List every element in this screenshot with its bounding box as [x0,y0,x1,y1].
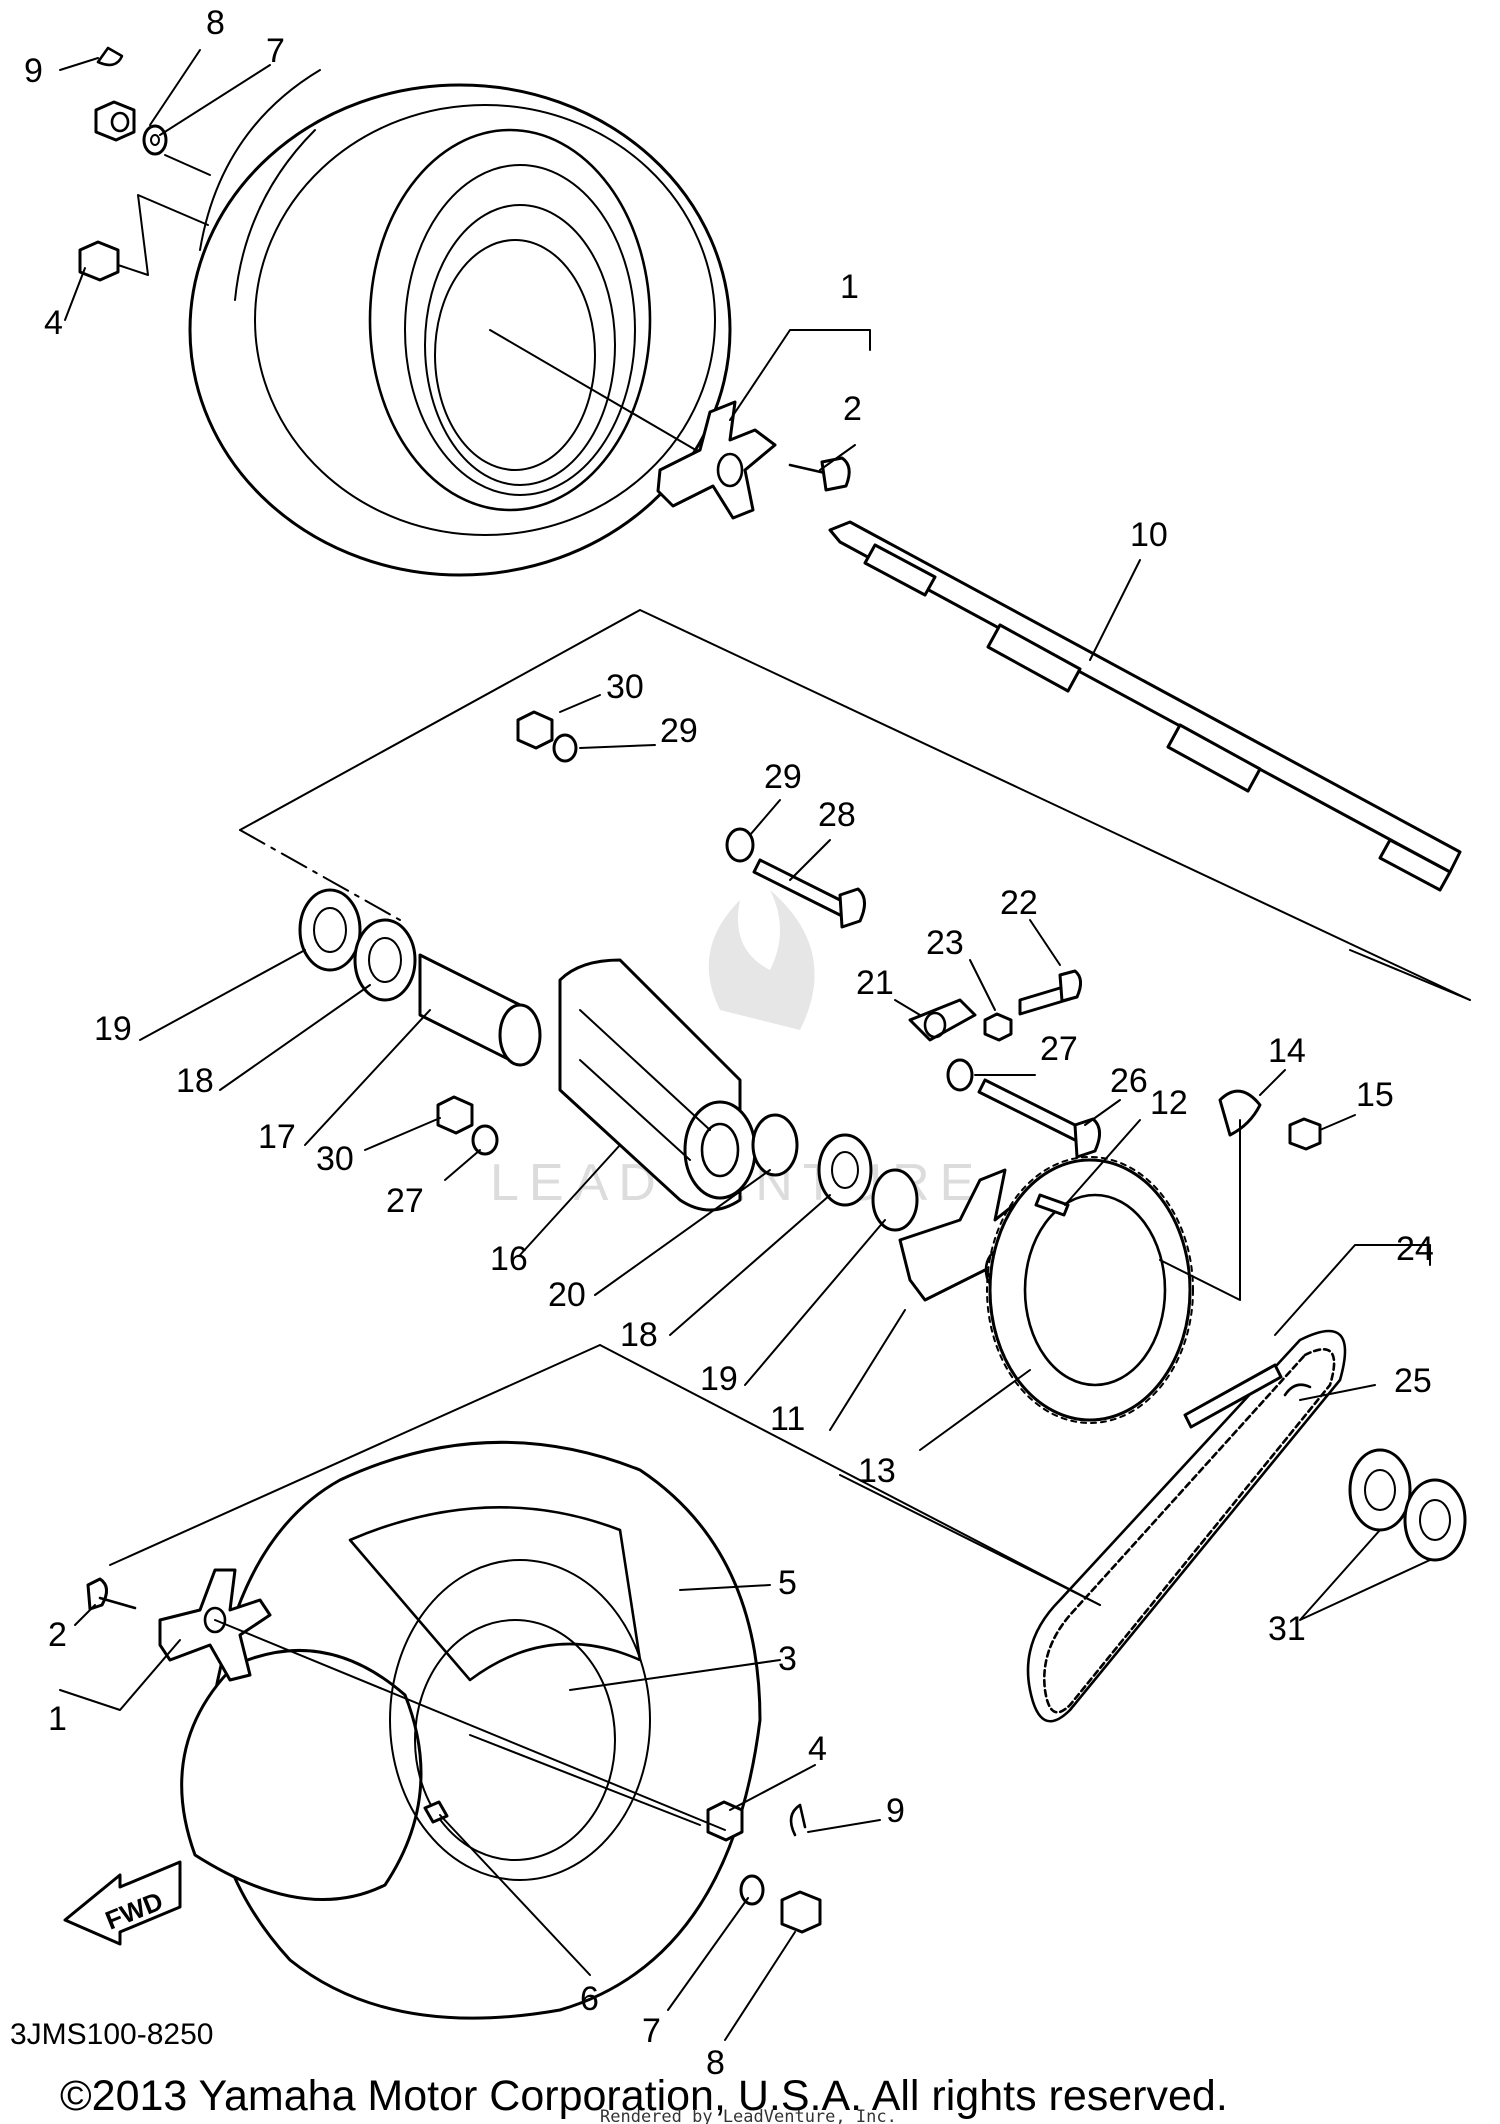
callout-26: 26 [1110,1062,1148,1100]
callout-5: 5 [778,1564,797,1602]
top-lug-nut [78,240,120,282]
nut-15 [1288,1117,1322,1151]
brake-caliper-bracket-21 [908,998,977,1042]
washer-29-right [725,827,755,863]
callout-15: 15 [1356,1076,1394,1114]
chain-guard-clip-14 [1218,1089,1262,1137]
callout-11: 11 [770,1400,805,1438]
top-hub-bolt [788,456,851,492]
callout-29-top: 29 [660,712,698,750]
bottom-washer [739,1874,765,1906]
washer-27-right [946,1058,974,1092]
bottom-tire [180,1440,762,2020]
rendered-by-text: Rendered by LeadVenture, Inc. [600,2107,897,2124]
left-bearing-19 [298,888,362,972]
copyright-text: ©2013 Yamaha Motor Corporation, U.S.A. A… [60,2072,1228,2120]
callout-19-right: 19 [700,1360,738,1398]
washer-27-left [471,1124,499,1156]
bottom-frame-outline [109,1344,1101,1606]
callout-8-bottom: 8 [706,2044,725,2082]
chain-clip-25 [1283,1383,1312,1397]
left-bearing-18 [353,918,417,1002]
callout-6: 6 [580,1980,599,2018]
top-wheel-hub [656,400,777,520]
hub-nut-30-top [516,710,554,750]
drive-chain [1026,1329,1347,1723]
callout-17: 17 [258,1118,296,1156]
callout-27-right: 27 [1040,1030,1078,1068]
bearing-31-b [1403,1478,1467,1562]
callout-25: 25 [1394,1362,1432,1400]
callout-4-bottom: 4 [808,1730,827,1768]
top-washer [142,124,168,156]
seal-20 [751,1113,799,1177]
bottom-lug-nut [706,1800,744,1842]
callout-18-left: 18 [176,1062,214,1100]
leader-lines [59,49,1431,2041]
washer-23 [983,1012,1013,1042]
callout-20: 20 [548,1276,586,1314]
bearing-18-right [817,1133,873,1207]
top-tire [188,69,732,577]
axle-hub-housing [558,958,757,1212]
callout-27-left: 27 [386,1182,424,1220]
bottom-wheel-hub [158,1568,272,1682]
bolt-26 [977,1078,1101,1159]
callout-14: 14 [1268,1032,1306,1070]
middle-frame-outline [239,609,1471,1001]
fwd-arrow-icon: FWD [63,1860,182,1946]
top-castle-nut [94,100,136,142]
bolt-28 [752,858,866,929]
callout-10: 10 [1130,516,1168,554]
rear-axle [828,520,1462,892]
callout-2-top: 2 [843,390,862,428]
callout-16: 16 [490,1240,528,1278]
callout-8-top: 8 [206,4,225,42]
callout-30-top: 30 [606,668,644,706]
rear-sprocket [986,1156,1194,1424]
bearing-31-a [1348,1448,1412,1532]
bottom-castle-nut [780,1890,822,1934]
callout-1-top: 1 [840,268,859,306]
callout-9-bottom: 9 [886,1792,905,1830]
callout-2-bottom: 2 [48,1616,67,1654]
callout-3: 3 [778,1640,797,1678]
spacer-17 [418,953,542,1067]
bottom-hub-bolt [86,1577,137,1611]
callout-24: 24 [1396,1230,1434,1268]
top-cotter-pin [96,46,124,67]
callout-7-bottom: 7 [642,2012,661,2050]
callout-12: 12 [1150,1084,1188,1122]
callout-7-top: 7 [266,32,285,70]
diagram-code: 3JMS100-8250 [10,2018,213,2051]
callout-30-bottom: 30 [316,1140,354,1178]
callout-9-top: 9 [24,52,43,90]
stud-12 [1034,1193,1070,1217]
callout-18-right: 18 [620,1316,658,1354]
oil-seal-19-right [871,1168,919,1232]
callout-29-right: 29 [764,758,802,796]
callout-31: 31 [1268,1610,1306,1648]
callout-23: 23 [926,924,964,962]
bottom-cotter-pin [789,1803,807,1837]
callout-13: 13 [858,1452,896,1490]
callout-22: 22 [1000,884,1038,922]
callout-21: 21 [856,964,894,1002]
washer-29-top [552,733,578,763]
callout-4-top: 4 [44,304,63,342]
callout-numbers: 9 8 7 4 1 2 10 30 29 29 28 22 23 21 27 2… [24,4,1434,2082]
bolt-22 [1018,969,1082,1016]
nut-30-bottom [436,1095,474,1135]
callout-28: 28 [818,796,856,834]
callout-1-bottom: 1 [48,1700,67,1738]
callout-19-left: 19 [94,1010,132,1048]
